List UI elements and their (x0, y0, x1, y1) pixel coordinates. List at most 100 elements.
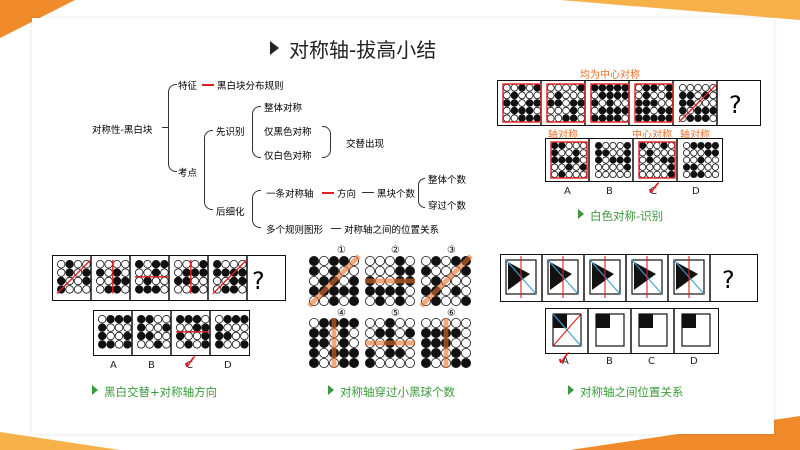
shape-figure (638, 313, 668, 347)
mindmap-brace (322, 126, 331, 158)
caption-bottom-mid: 对称轴穿过小黑球个数 (328, 384, 455, 400)
dot-grid-figure (97, 314, 132, 349)
mindmap-exam: 考点 (178, 168, 198, 179)
mindmap-one-axis: 一条对称轴 (266, 189, 314, 200)
dot-grid-figure (212, 259, 248, 295)
mindmap-black-only: 仅黑色对称 (264, 127, 312, 138)
option-label-b[interactable]: B (606, 186, 613, 197)
option-figures (97, 310, 249, 356)
bullet-arrow-icon (270, 41, 279, 55)
shape-figure (595, 313, 625, 347)
label-all-central: 均为中心对称 (580, 70, 640, 81)
caption-bottom-right: 对称轴之间位置关系 (568, 384, 684, 400)
option-label-d[interactable]: D (690, 356, 698, 367)
mindmap-multi-rule: 多个规则图形 (266, 225, 324, 236)
mindmap-axis-relation: 对称轴之间的位置关系 (344, 225, 440, 236)
dot-grid-figure (546, 83, 586, 123)
mindmap-identify-first: 先识别 (216, 127, 245, 138)
dot-grid-figure (634, 83, 674, 123)
mindmap-feature-value: 黑白块分布规则 (217, 81, 284, 92)
dot-grid-figure (365, 318, 416, 369)
dot-grid-figure (134, 259, 169, 294)
question-mark: ? (252, 267, 265, 295)
dot-grid-figure (309, 318, 360, 369)
bullet-arrow-icon (568, 385, 574, 395)
question-row (500, 254, 758, 302)
option-label-a[interactable]: A (110, 360, 117, 371)
dot-grid-figure (590, 83, 630, 123)
figure-number: ③ (447, 245, 456, 256)
mindmap-brace (418, 178, 425, 208)
axis-highlight (419, 254, 473, 308)
question-figures: ? (502, 80, 742, 126)
mindmap-white-only: 仅白色对称 (264, 151, 312, 162)
option-label-c[interactable]: C (186, 360, 193, 371)
mindmap-direction: 方向 (337, 189, 357, 200)
mindmap-connector (331, 228, 341, 230)
figure-number: ② (391, 245, 400, 256)
option-label-a[interactable]: A (564, 186, 571, 197)
dot-grid-figure (214, 314, 249, 349)
dot-grid-figure (96, 259, 130, 294)
shape-figure (631, 256, 663, 298)
shape-figure (505, 256, 537, 298)
page-title: 对称轴-拔高小结 (270, 34, 436, 63)
dot-grid-figure (594, 141, 632, 179)
shape-figure (681, 313, 711, 347)
question-mark: ? (722, 266, 735, 294)
mindmap-whole-count: 整体个数 (428, 175, 467, 186)
dot-grid-figure (173, 259, 208, 294)
mindmap-brace (252, 106, 261, 158)
dot-grid-figure (175, 314, 210, 349)
dot-grid-figure (56, 259, 92, 295)
option-label-a[interactable]: A (562, 356, 569, 367)
dot-grid-figure (137, 314, 171, 349)
mindmap-brace (204, 130, 213, 210)
corner-decoration-bottom-left (0, 432, 120, 450)
figure-number: ① (337, 245, 346, 256)
bullet-arrow-icon (92, 385, 98, 395)
check-icon: ✓ (556, 346, 573, 370)
figure-number: ④ (337, 308, 346, 319)
bullet-arrow-icon (578, 209, 584, 219)
mindmap-connector (162, 127, 169, 129)
shape-figure (673, 256, 705, 298)
question-mark: ? (729, 91, 742, 119)
option-label-d[interactable]: D (224, 360, 232, 371)
caption-top-right: 白色对称-识别 (578, 208, 663, 224)
mindmap-connector (322, 192, 334, 194)
check-icon: ✓ (646, 176, 663, 200)
option-label-b[interactable]: B (148, 360, 155, 371)
mindmap-connector (362, 192, 374, 194)
mindmap-pass-count: 穿过个数 (428, 201, 467, 212)
option-label-b[interactable]: B (606, 356, 613, 367)
axis-highlight (307, 254, 361, 308)
mindmap-brace (252, 190, 261, 228)
mindmap-refine: 后细化 (216, 207, 245, 218)
label-axis-2: 轴对称 (680, 130, 710, 141)
figure-number: ⑥ (447, 308, 456, 319)
mindmap-connector (202, 84, 214, 86)
check-icon: ✓ (182, 350, 199, 374)
shape-figure (552, 313, 582, 347)
option-label-c[interactable]: C (650, 186, 657, 197)
option-figures (552, 308, 711, 354)
dot-grid-figure (638, 141, 676, 179)
option-label-d[interactable]: D (692, 186, 700, 197)
label-axis-1: 轴对称 (548, 130, 578, 141)
label-center: 中心对称 (632, 130, 672, 141)
option-label-c[interactable]: C (648, 356, 655, 367)
dot-grid-figure (502, 83, 542, 123)
dot-grid-figure (683, 141, 719, 179)
mindmap-root: 对称性-黑白块 (92, 125, 153, 136)
mindmap-whole: 整体对称 (264, 103, 303, 114)
question-figures: ? (56, 255, 265, 301)
shape-figure (589, 256, 621, 298)
bullet-arrow-icon (328, 385, 334, 395)
dot-grid-figure (550, 141, 588, 179)
mindmap-brace (168, 84, 177, 172)
caption-bottom-left: 黑白交替+对称轴方向 (92, 384, 217, 400)
mindmap-alternate: 交替出现 (346, 139, 385, 150)
numbered-figures: ① ② ③ ④ ⑤ ⑥ (307, 245, 473, 369)
figure-number: ⑤ (391, 308, 400, 319)
